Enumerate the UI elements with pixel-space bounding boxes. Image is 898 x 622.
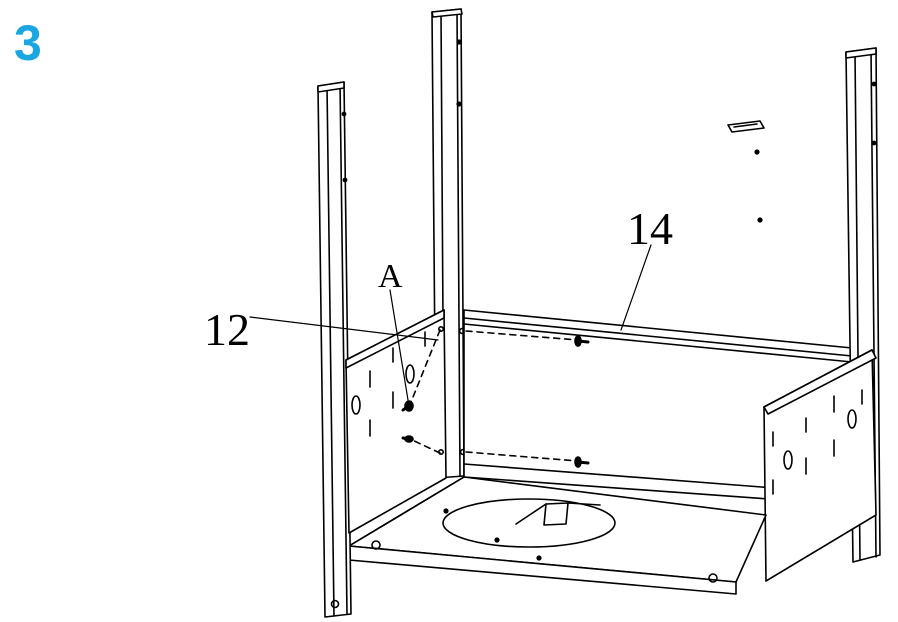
callout-14: 14 bbox=[627, 203, 673, 254]
step-number: 3 bbox=[14, 15, 42, 71]
leader-lines bbox=[249, 244, 652, 401]
screw-a bbox=[401, 400, 414, 412]
front-left-leg bbox=[317, 81, 352, 618]
screw-lower bbox=[574, 456, 590, 468]
bottom-shelf bbox=[348, 476, 767, 595]
back-panel bbox=[463, 309, 853, 506]
right-side-panel bbox=[763, 349, 877, 582]
callout-12: 12 bbox=[204, 304, 250, 355]
left-side-panel bbox=[345, 309, 447, 534]
screws bbox=[401, 329, 590, 468]
callout-a: A bbox=[378, 258, 403, 295]
screw-upper bbox=[574, 335, 590, 347]
screw-left-lower bbox=[401, 435, 414, 443]
upper-bracket-slot bbox=[727, 120, 765, 223]
